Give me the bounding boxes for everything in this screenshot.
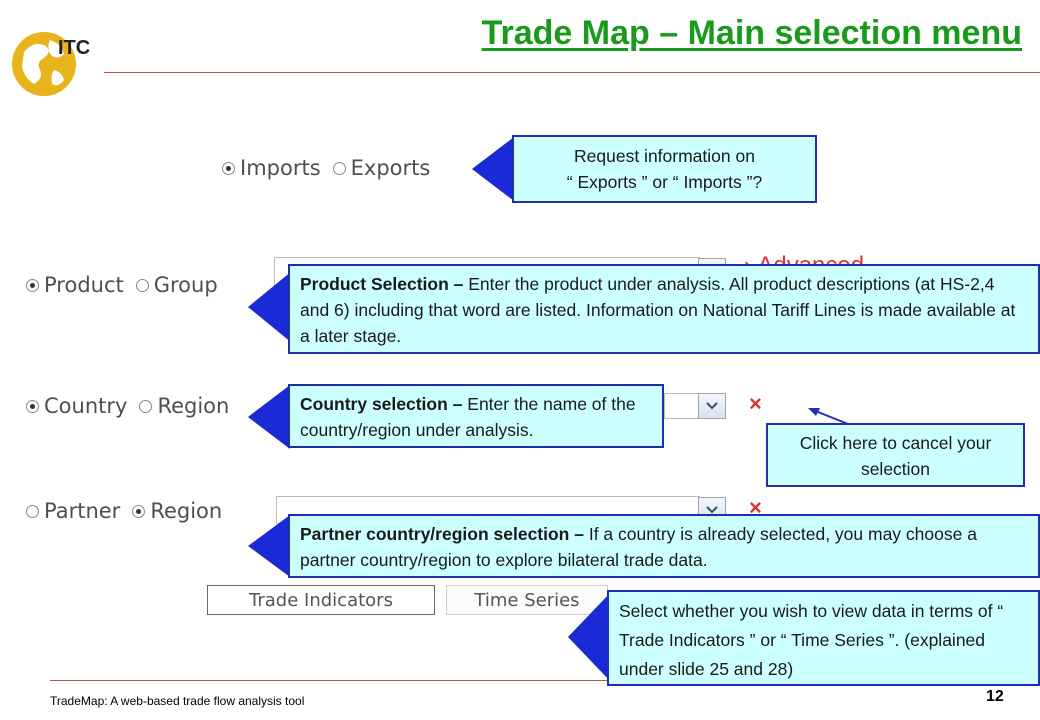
partner-callout: Partner country/region selection – If a … (288, 514, 1040, 578)
cancel-partner-icon[interactable]: × (749, 495, 762, 520)
partner-callout-arrow (248, 515, 290, 577)
region-label[interactable]: Region (157, 394, 230, 418)
group-radio[interactable] (135, 278, 149, 292)
partner-region-radio[interactable] (132, 504, 146, 518)
footer-rule (50, 680, 1040, 681)
partner-region-label[interactable]: Region (150, 499, 223, 523)
imports-radio[interactable] (222, 161, 235, 175)
region-radio[interactable] (139, 399, 153, 413)
exports-label[interactable]: Exports (350, 156, 431, 180)
tabs-callout-arrow (568, 592, 611, 682)
partner-radio[interactable] (26, 504, 39, 518)
country-callout: Country selection – Enter the name of th… (288, 384, 664, 448)
product-callout-heading: Product Selection – (300, 274, 464, 294)
country-callout-arrow (248, 385, 290, 449)
header-rule (104, 72, 1040, 73)
imports-label[interactable]: Imports (240, 156, 321, 180)
tabs-callout: Select whether you wish to view data in … (607, 590, 1040, 686)
cancel-callout: Click here to cancel your selection (766, 423, 1025, 487)
product-radio[interactable] (26, 278, 39, 292)
partner-radio-group: Partner Region (26, 499, 222, 523)
logo-text: ITC (58, 37, 90, 59)
page-title: Trade Map – Main selection menu (481, 14, 1022, 52)
country-label[interactable]: Country (44, 394, 128, 418)
group-label[interactable]: Group (153, 273, 218, 297)
exports-radio[interactable] (332, 161, 346, 175)
partner-callout-heading: Partner country/region selection – (300, 524, 584, 544)
partner-label[interactable]: Partner (44, 499, 121, 523)
tab-trade-indicators[interactable]: Trade Indicators (207, 585, 435, 615)
country-radio[interactable] (26, 399, 39, 413)
cancel-pointer-line (812, 409, 849, 425)
partner-callout-text: If a country is already selected, you ma… (300, 524, 977, 570)
itc-logo: ITC (12, 32, 90, 96)
product-radio-group: Product Group (26, 273, 218, 297)
tab-time-series[interactable]: Time Series (446, 585, 608, 615)
flow-callout-line2: “ Exports ” or “ Imports ”? (566, 172, 763, 192)
product-callout: Product Selection – Enter the product un… (288, 264, 1040, 354)
chevron-down-icon (706, 506, 718, 514)
cancel-country-icon[interactable]: × (749, 391, 762, 416)
flow-callout-arrow (472, 137, 514, 201)
page-number: 12 (986, 688, 1004, 705)
product-callout-arrow (248, 271, 292, 343)
flow-callout: Request information on “ Exports ” or “ … (512, 135, 817, 203)
flow-radio-group: Imports Exports (222, 156, 430, 180)
country-radio-group: Country Region (26, 394, 229, 418)
chevron-down-icon (706, 402, 718, 410)
product-label[interactable]: Product (44, 273, 124, 297)
country-dropdown-button[interactable] (698, 393, 726, 419)
country-callout-text: Enter the name of the country/region und… (300, 394, 636, 440)
footer-text: TradeMap: A web-based trade flow analysi… (50, 694, 305, 708)
cancel-pointer-head (808, 408, 820, 416)
product-callout-text: Enter the product under analysis. All pr… (300, 274, 1016, 346)
country-callout-heading: Country selection – (300, 394, 463, 414)
flow-callout-line1: Request information on (574, 146, 755, 166)
